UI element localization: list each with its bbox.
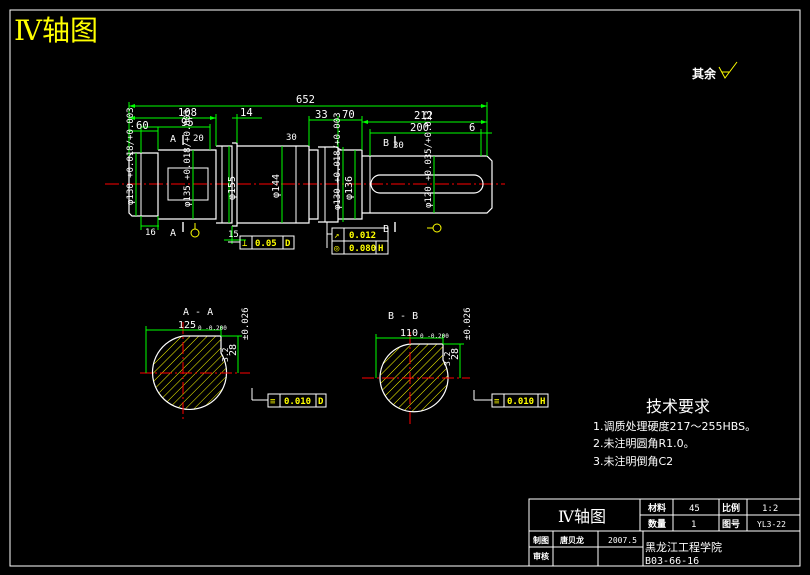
- datum-d-marker: [190, 223, 200, 238]
- section-b-view: B - B 110 0 -0.200 28 ±0.026 3.2 ≡ 0.010…: [362, 307, 549, 424]
- dim-phi120: φ120 +0.035/+0.013: [424, 110, 434, 208]
- tech-req-item-1: 1.调质处理硬度217～255HBS。: [593, 419, 756, 433]
- section-b-title: B - B: [388, 311, 418, 322]
- dim-60: 60: [136, 120, 149, 132]
- tech-requirements: 技术要求 1.调质处理硬度217～255HBS。 2.未注明圆角R1.0。 3.…: [593, 397, 756, 468]
- title-block-class-code: B03-66-16: [645, 556, 699, 567]
- dim-212: 212: [414, 110, 433, 122]
- title-block-qty-value: 1: [691, 520, 696, 530]
- section-a-view: A - A 125 0 -0.200 28 ±0.026 3.2 ≡ 0.010…: [140, 307, 327, 422]
- svg-text:⊥: ⊥: [242, 239, 248, 249]
- section-a-depth: 28: [228, 344, 239, 356]
- drawing-title: Ⅳ轴图: [14, 14, 98, 47]
- dim-phi155: φ155: [227, 176, 238, 200]
- tol-frame-2: ↗ 0.012: [331, 227, 389, 242]
- svg-text:0.010: 0.010: [284, 397, 311, 407]
- dim-200: 200: [410, 122, 429, 134]
- dim-20: 20: [193, 134, 204, 144]
- section-b-frame: ≡ 0.010 H: [473, 390, 549, 408]
- keyway-left: [167, 167, 209, 201]
- cut-label-b-top: B: [383, 138, 389, 149]
- datum-h-marker: [427, 223, 442, 233]
- dim-overall: 652: [296, 94, 315, 106]
- section-b-depth: 28: [450, 348, 461, 360]
- title-block-qty-label: 数量: [648, 518, 666, 530]
- svg-text:H: H: [378, 244, 383, 254]
- svg-text:0.010: 0.010: [507, 397, 534, 407]
- dim-16: 16: [145, 228, 156, 238]
- cut-label-a-bottom: A: [170, 228, 176, 239]
- dim-30b: 30: [393, 141, 404, 151]
- svg-text:↗: ↗: [334, 231, 339, 241]
- title-block-scale-label: 比例: [722, 502, 740, 514]
- title-block-name: Ⅳ轴图: [558, 507, 606, 526]
- keyway-right: [370, 174, 484, 194]
- section-a-title: A - A: [183, 307, 213, 318]
- section-b-width-tol: 0 -0.200: [420, 333, 449, 340]
- tech-req-item-2: 2.未注明圆角R1.0。: [593, 436, 695, 450]
- svg-text:≡: ≡: [494, 397, 500, 407]
- surface-roughness-icon: [718, 61, 738, 79]
- cut-label-a-top: A: [170, 134, 176, 145]
- title-block-material-label: 材料: [647, 502, 666, 514]
- dim-phi136: φ136: [344, 176, 355, 200]
- dim-15: 15: [228, 230, 239, 240]
- section-a-depth-tol: ±0.026: [241, 307, 251, 340]
- title-block-date: 2007.5: [608, 536, 637, 545]
- title-block-drawing-no-value: YL3-22: [757, 520, 786, 529]
- dim-6: 6: [469, 122, 475, 134]
- dim-70: 70: [342, 109, 355, 121]
- section-a-width-tol: 0 -0.200: [198, 325, 227, 332]
- svg-text:0.080: 0.080: [349, 244, 376, 254]
- section-b-ra: 3.2: [443, 351, 452, 366]
- shaft-main-view: 652 108 60 95 14 33 70 212 200 6 16 15 2…: [105, 94, 505, 244]
- title-block: [528, 498, 801, 567]
- dim-phi135: φ135 +0.018/+0.003: [183, 109, 193, 207]
- tech-req-item-3: 3.未注明倒角C2: [593, 454, 673, 468]
- svg-text:0.05: 0.05: [255, 239, 277, 249]
- sheet-border: [9, 9, 801, 567]
- section-b-depth-tol: ±0.026: [463, 307, 473, 340]
- dim-14: 14: [240, 107, 253, 119]
- dim-phi144: φ144: [271, 174, 282, 198]
- title-block-scale-value: 1:2: [762, 504, 778, 514]
- tol-frame-3: ◎ 0.080 H: [326, 222, 389, 255]
- section-a-width: 125: [178, 320, 196, 331]
- title-block-check-label: 审核: [533, 551, 549, 561]
- svg-text:◎: ◎: [334, 244, 340, 254]
- dim-30a: 30: [286, 133, 297, 143]
- title-block-school: 黑龙江工程学院: [645, 540, 722, 554]
- tol-frame-1: ⊥ 0.05 D: [228, 235, 295, 250]
- svg-text:H: H: [540, 397, 545, 407]
- section-a-ra: 3.2: [221, 347, 230, 362]
- tech-req-heading: 技术要求: [646, 397, 710, 416]
- title-block-drawn-label: 制图: [533, 535, 549, 545]
- title-block-material-value: 45: [689, 504, 700, 514]
- title-block-drawing-no-label: 图号: [722, 519, 740, 530]
- section-b-width: 110: [400, 328, 418, 339]
- svg-text:0.012: 0.012: [349, 231, 376, 241]
- title-block-drawn-by: 唐贝龙: [560, 535, 584, 545]
- svg-text:≡: ≡: [270, 397, 276, 407]
- dim-108: 108: [178, 107, 197, 119]
- svg-text:D: D: [318, 397, 324, 407]
- dim-phi130: φ130 +0.018/+0.003: [126, 107, 136, 205]
- dim-phi130b: φ130 +0.018/+0.003: [333, 112, 343, 210]
- dim-33: 33: [315, 109, 328, 121]
- svg-text:D: D: [285, 239, 291, 249]
- surface-note-label: 其余: [692, 66, 717, 81]
- dim-95: 95: [181, 117, 194, 129]
- cut-label-b-bottom: B: [383, 224, 389, 235]
- section-a-frame: ≡ 0.010 D: [251, 388, 327, 408]
